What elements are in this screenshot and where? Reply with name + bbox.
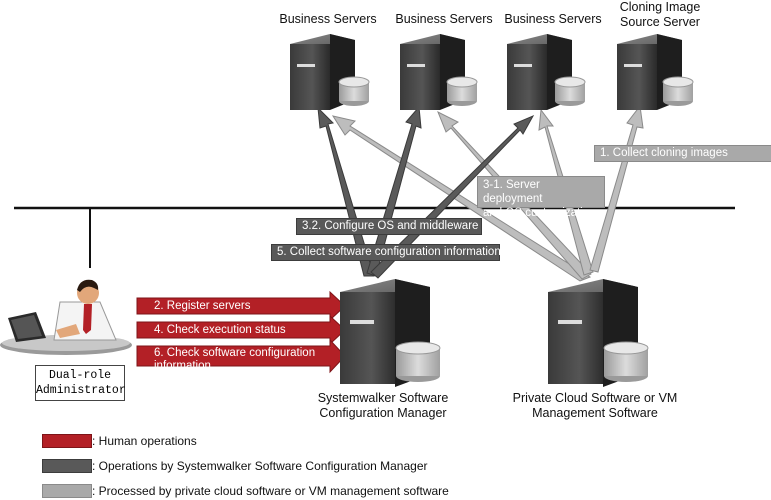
business-server-1 <box>290 34 370 110</box>
administrator-label: Dual-role Administrator <box>35 365 126 401</box>
step-check-execution-status: 4. Check execution status <box>154 324 286 336</box>
legend-swatch-human <box>42 434 92 448</box>
legend-swatch-cloud <box>42 484 92 498</box>
cloning-source-label: Cloning Image Source Server <box>619 0 701 29</box>
step-check-sw-info: 6. Check software configuration informat… <box>154 347 316 372</box>
step-collect-sw-info: 5. Collect software configuration inform… <box>271 244 501 261</box>
business-servers-label-1: Business Servers <box>279 12 377 26</box>
business-servers-label-3: Business Servers <box>504 12 602 26</box>
administrator-figure <box>0 279 132 355</box>
business-servers-label-2: Business Servers <box>395 12 493 26</box>
legend-systemwalker: : Operations by Systemwalker Software Co… <box>92 459 428 473</box>
business-server-2 <box>400 34 478 110</box>
systemwalker-manager-server <box>340 279 441 387</box>
human-arrows <box>136 290 346 374</box>
step-server-deployment: 3-1. Server deployment and OS customizat… <box>477 176 605 219</box>
cloud-software-label: Private Cloud Software or VM Management … <box>512 391 678 420</box>
cloud-management-server <box>548 279 649 387</box>
step-collect-cloning-images: 1. Collect cloning images <box>594 145 771 162</box>
business-server-3 <box>507 34 586 110</box>
cloning-source-server <box>617 34 694 110</box>
systemwalker-label: Systemwalker Software Configuration Mana… <box>317 391 449 420</box>
step-configure-os: 3.2. Configure OS and middleware <box>296 218 482 235</box>
legend-cloud: : Processed by private cloud software or… <box>92 484 449 498</box>
step-register-servers: 2. Register servers <box>154 300 251 312</box>
legend-swatch-systemwalker <box>42 459 92 473</box>
legend-human: : Human operations <box>92 434 197 448</box>
